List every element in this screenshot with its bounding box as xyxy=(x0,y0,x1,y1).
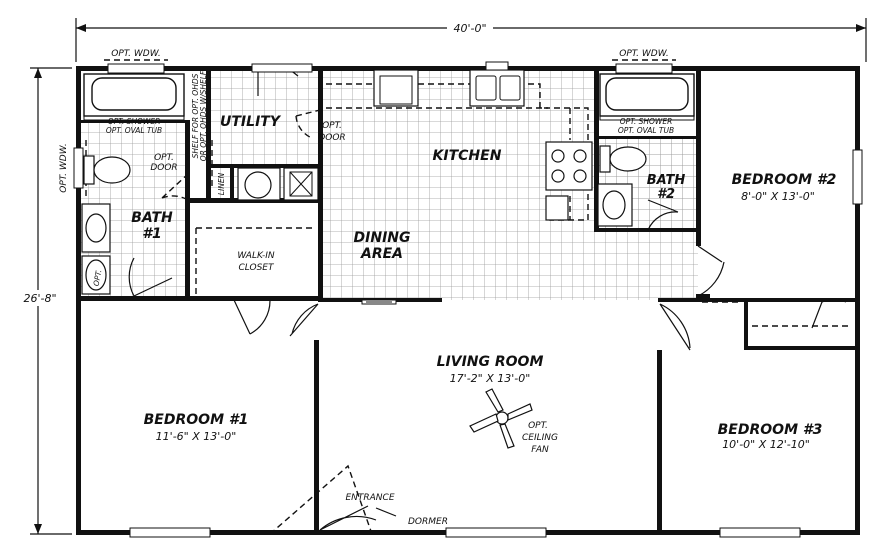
width-dimension xyxy=(75,18,867,62)
bath1-label-line2: #1 xyxy=(142,226,161,242)
bath1-opt-label: OPT. xyxy=(154,153,174,163)
opt-window-bath2-label: OPT. WDW. xyxy=(619,49,669,59)
height-label: 26'-8" xyxy=(23,292,56,305)
bath2-opt-oval-tub: OPT. OVAL TUB xyxy=(618,126,674,135)
fan-label-line1: OPT. xyxy=(528,421,548,431)
linen-label: LINEN xyxy=(217,172,226,195)
bedroom3-size: 10'-0" X 12'-10" xyxy=(722,438,810,451)
entrance-label: ENTRANCE xyxy=(345,493,394,503)
dining-label-line2: AREA xyxy=(360,246,403,262)
utility-opt-label: OPT. xyxy=(322,121,342,131)
windows xyxy=(73,63,863,538)
utility-door-label: DOOR xyxy=(318,133,345,143)
living-room-size: 17'-2" X 13'-0" xyxy=(450,372,531,385)
utility-label: UTILITY xyxy=(220,114,282,130)
dishwasher xyxy=(545,195,569,221)
bedroom3-label: BEDROOM #3 xyxy=(718,422,823,438)
bath1-opt-oval-tub: OPT. OVAL TUB xyxy=(106,126,162,135)
bath2-opt-shower: OPT. SHOWER xyxy=(620,117,673,126)
range xyxy=(545,141,593,191)
bath1-label-line1: BATH xyxy=(131,210,173,226)
tub-bath2 xyxy=(599,73,695,117)
kitchen-label: KITCHEN xyxy=(433,148,502,164)
bedroom1-label: BEDROOM #1 xyxy=(144,412,249,428)
bedroom2-label: BEDROOM #2 xyxy=(732,172,837,188)
kitchen-sink xyxy=(469,61,525,107)
dormer-label: DORMER xyxy=(408,517,448,527)
bedroom1-size: 11'-6" X 13'-0" xyxy=(156,430,237,443)
fan-label-line3: FAN xyxy=(531,445,549,455)
sink-bath2 xyxy=(597,183,633,227)
bath2-label-line2: #2 xyxy=(657,187,675,202)
doors xyxy=(128,63,847,531)
sink-bath1 xyxy=(81,203,111,253)
bath1-door-label: DOOR xyxy=(150,163,177,173)
opt-window-bath1-label: OPT. WDW. xyxy=(111,49,161,59)
bath2-label-line1: BATH xyxy=(647,173,686,188)
bath1-opt-shower: OPT. SHOWER xyxy=(108,117,161,126)
water-heater xyxy=(237,167,281,201)
tub-bath1 xyxy=(83,73,185,117)
opt-fixture-bath1 xyxy=(81,255,111,295)
dining-label-line1: DINING xyxy=(354,230,411,246)
walkin-label-line2: CLOSET xyxy=(238,263,275,273)
height-dimension xyxy=(22,67,72,535)
interior-walls xyxy=(76,66,860,535)
opt-window-side-label: OPT. WDW. xyxy=(59,143,69,193)
furnace xyxy=(283,167,319,201)
opt-fixture-label: OPT. xyxy=(92,269,104,287)
shelf-note-line2: OR OPT. OHDS W/SHELF xyxy=(199,70,208,161)
bedroom2-size: 8'-0" X 13'-0" xyxy=(741,190,815,203)
ceiling-fan-icon xyxy=(469,388,533,449)
fan-label-line2: CEILING xyxy=(522,433,558,443)
dormer-outline xyxy=(269,464,373,535)
toilet-bath2 xyxy=(599,145,647,173)
living-room-label: LIVING ROOM xyxy=(437,354,544,370)
width-label: 40'-0" xyxy=(453,22,486,35)
shelf-note-line1: SHELF FOR OPT. OHDS xyxy=(191,73,200,158)
walkin-label-line1: WALK-IN xyxy=(237,251,275,261)
toilet-bath1 xyxy=(83,155,131,185)
